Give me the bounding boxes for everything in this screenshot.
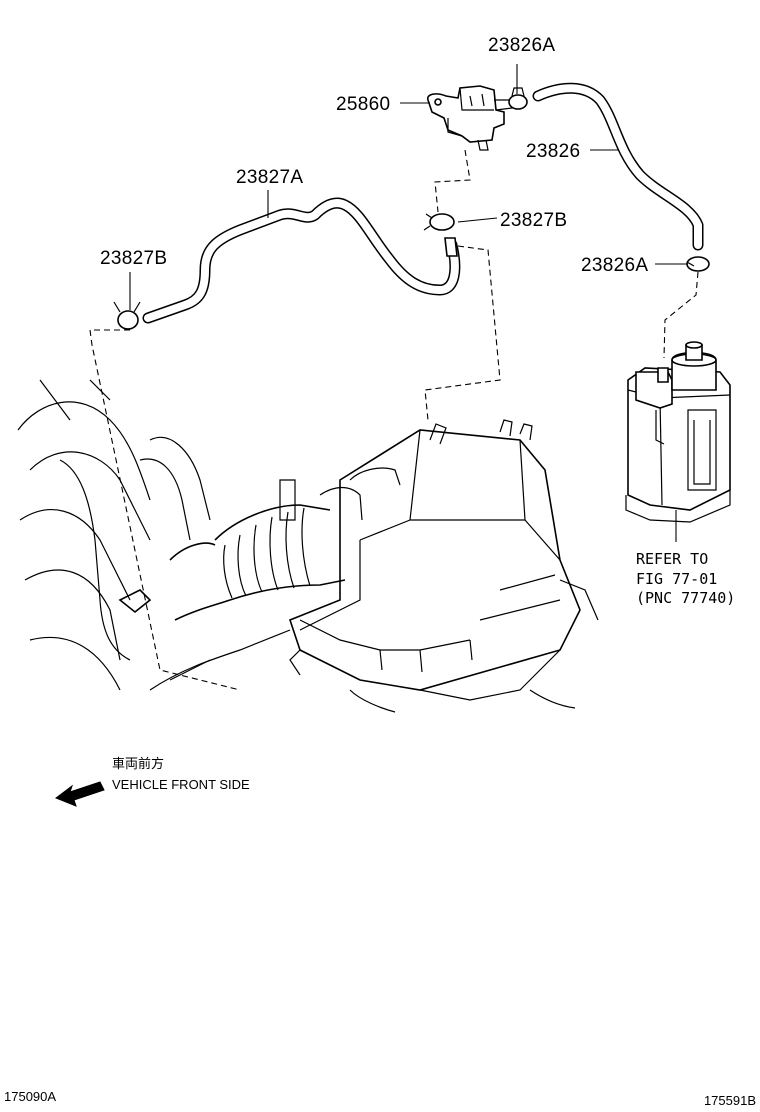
clip-23826a-right [686,256,710,272]
footer-code-right: 175591B [704,1093,756,1108]
charcoal-canister [625,341,731,523]
clip-23826a-top [508,87,528,110]
direction-label-japanese: 車両前方 [112,756,164,771]
footer-code-left: 175090A [4,1089,56,1104]
part-number-23826: 23826 [526,141,580,162]
part-number-25860: 25860 [336,94,390,115]
engine-assembly-drawing [17,379,599,713]
dashed-connections [89,149,699,691]
hose-23826 [532,82,704,251]
part-number-23827b-left: 23827B [100,248,167,269]
part-number-23827a: 23827A [236,167,303,188]
refer-note-line2: FIG 77-01 [636,570,717,588]
refer-note-line3: (PNC 77740) [636,589,735,607]
vsv-valve-25860 [426,85,513,151]
clip-23827b-left [113,301,141,330]
leader-lines [129,64,688,542]
part-number-23826a-top: 23826A [488,35,555,56]
clip-23827b-right [423,213,458,257]
part-number-23826a-right: 23826A [581,255,648,276]
part-number-23827b-right: 23827B [500,210,567,231]
vehicle-front-indicator: 車両前方 VEHICLE FRONT SIDE [54,756,250,807]
direction-label-english: VEHICLE FRONT SIDE [112,777,250,792]
hose-23827a [142,197,461,324]
arrow-left-icon [54,781,105,807]
refer-note-line1: REFER TO [636,550,708,568]
